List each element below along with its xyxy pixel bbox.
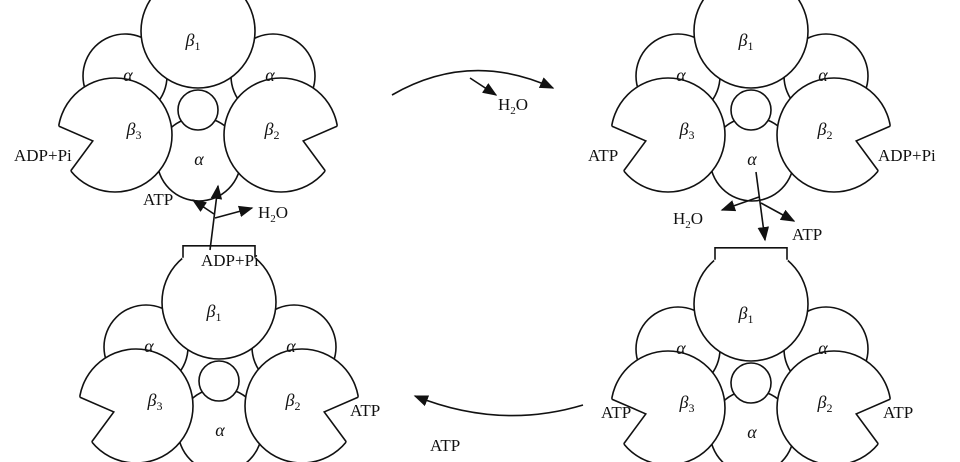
beta3-binding-site	[79, 396, 116, 443]
br-beta2-site-label: ATP	[883, 403, 913, 422]
alpha-subunit-bottom-label: α	[747, 149, 757, 169]
water-release-arrow-tr-br	[720, 196, 760, 212]
beta3-subunit-label: β3	[679, 392, 695, 415]
beta2-subunit-label: β2	[285, 390, 301, 413]
beta2-binding-site	[301, 125, 338, 172]
tr-br-atp-label: ATP	[792, 225, 822, 244]
atp-release-arrow-bl-tl	[191, 199, 215, 215]
transition-arrow-bl-to-tl	[209, 184, 223, 251]
tr-beta3-site-label: ATP	[588, 146, 618, 165]
transition-arrow-br-to-bl	[413, 395, 584, 417]
beta3-subunit-label: β3	[147, 390, 163, 413]
alpha-subunit-left-label: α	[676, 338, 686, 358]
f1-state-bottom-right: α α α β1 β3 β2	[606, 236, 896, 462]
beta2-subunit-label: β2	[264, 119, 280, 142]
beta2-binding-site	[854, 125, 891, 172]
tl-beta3-site-label: ADP+Pi	[14, 146, 72, 165]
beta1-subunit-label: β1	[738, 30, 754, 53]
f1-state-bottom-left: α α α β1 β3 β2	[74, 234, 364, 462]
beta2-binding-site	[322, 396, 359, 443]
beta3-binding-site	[58, 125, 95, 172]
transition-arrow-tl-to-tr	[391, 69, 555, 96]
beta3-binding-site	[611, 398, 648, 445]
alpha-subunit-left-label: α	[123, 65, 133, 85]
alpha-subunit-bottom-label: α	[747, 422, 757, 442]
alpha-subunit-left-label: α	[676, 65, 686, 85]
water-release-arrow-tl-tr	[469, 77, 498, 96]
beta2-binding-site	[854, 398, 891, 445]
water-release-arrow-bl-tl	[214, 205, 254, 219]
beta1-binding-site	[714, 247, 788, 260]
bl-tl-adp-pi-label: ADP+Pi	[201, 251, 259, 270]
br-bl-atp-label: ATP	[430, 436, 460, 455]
alpha-subunit-right-label: α	[818, 65, 828, 85]
tr-beta2-site-label: ADP+Pi	[878, 146, 936, 165]
alpha-subunit-right-label: α	[818, 338, 828, 358]
beta2-subunit-label: β2	[817, 119, 833, 142]
transition-arrow-tr-to-br	[755, 171, 770, 242]
f1-state-top-left: ATPαααβ1β3β2	[53, 0, 343, 202]
atp-release-arrow-tr-br	[760, 202, 796, 222]
bl-tl-atp-label: ATP	[143, 190, 173, 209]
beta1-subunit-label: β1	[738, 303, 754, 326]
alpha-subunit-right-label: α	[286, 336, 296, 356]
beta2-subunit-label: β2	[817, 392, 833, 415]
beta3-subunit-label: β3	[679, 119, 695, 142]
alpha-subunit-bottom-label: α	[194, 149, 204, 169]
f1-state-top-right: ATPαααβ1β3β2	[606, 0, 896, 202]
beta1-subunit-label: β1	[206, 301, 222, 324]
beta3-binding-site	[611, 125, 648, 172]
tl-tr-water-label: H2O	[498, 95, 528, 117]
br-beta3-site-label: ATP	[601, 403, 631, 422]
alpha-subunit-right-label: α	[265, 65, 275, 85]
beta1-subunit-label: β1	[185, 30, 201, 53]
alpha-subunit-left-label: α	[144, 336, 154, 356]
alpha-subunit-bottom-label: α	[215, 420, 225, 440]
tr-br-water-label: H2O	[673, 209, 703, 231]
beta1-binding-site	[182, 245, 256, 258]
beta3-subunit-label: β3	[126, 119, 142, 142]
bl-beta2-site-label: ATP	[350, 401, 380, 420]
bl-tl-water-label: H2O	[258, 203, 288, 225]
